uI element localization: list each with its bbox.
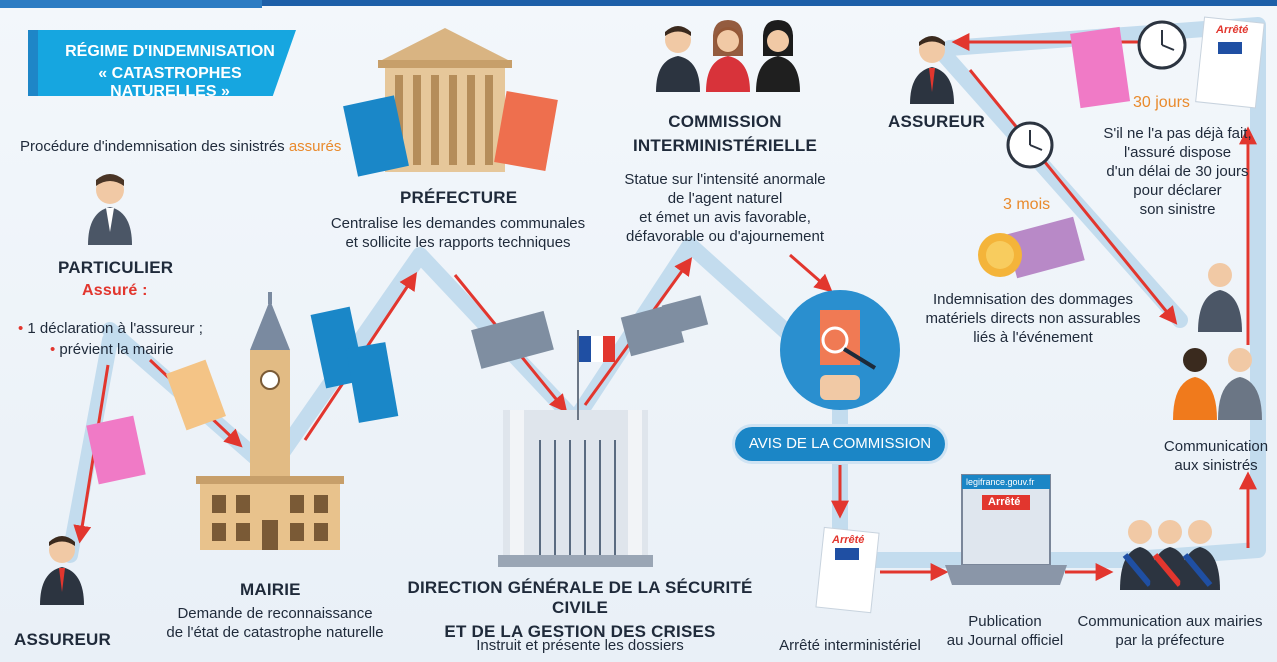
arrete-top-badge: Arrêté bbox=[1216, 24, 1249, 36]
laptop-illustration bbox=[945, 474, 1067, 585]
bullet-text: 1 déclaration à l'assureur ; bbox=[27, 320, 203, 337]
arrete-caption: Arrêté interministériel bbox=[779, 637, 921, 654]
arrete-document-top bbox=[1195, 16, 1265, 109]
particulier-documents bbox=[86, 359, 226, 485]
mairie-documents bbox=[310, 306, 399, 423]
delay-30-desc: S'il ne l'a pas déjà fait, l'assuré disp… bbox=[1080, 124, 1275, 219]
top-border bbox=[0, 0, 1277, 6]
delay-30-line2: l'assuré dispose bbox=[1123, 144, 1232, 161]
dgscgc-desc: Instruit et présente les dossiers bbox=[476, 637, 684, 654]
band-3mois bbox=[932, 42, 1188, 328]
arrow-commission-avis bbox=[789, 253, 833, 293]
legifrance-label: legifrance.gouv.fr bbox=[966, 477, 1035, 487]
arrete-document-bottom bbox=[815, 526, 880, 614]
sinistres-caption: Communication aux sinistrés bbox=[1155, 437, 1277, 475]
dgscgc-title: DIRECTION GÉNÉRALE DE LA SÉCURITÉ CIVILE… bbox=[380, 578, 780, 642]
mairie-building bbox=[196, 292, 344, 550]
bullet-dot: • bbox=[50, 341, 60, 358]
french-flag bbox=[577, 330, 615, 420]
mairies-caption-line2: par la préfecture bbox=[1115, 632, 1225, 649]
mairie-desc-line1: Demande de reconnaissance bbox=[177, 605, 373, 622]
mairie-desc: Demande de reconnaissance de l'état de c… bbox=[155, 604, 395, 642]
mairies-caption-line1: Communication aux mairies bbox=[1077, 613, 1263, 630]
indemnisation-desc: Indemnisation des dommages matériels dir… bbox=[918, 290, 1148, 347]
avis-commission-pill: AVIS DE LA COMMISSION bbox=[735, 427, 945, 461]
particulier-bullet-1: • 1 déclaration à l'assureur ; bbox=[18, 320, 203, 337]
commission-review-illustration bbox=[780, 290, 900, 410]
dgscgc-title-line1: DIRECTION GÉNÉRALE DE LA SÉCURITÉ CIVILE bbox=[407, 578, 753, 617]
clock-3-mois bbox=[1006, 121, 1054, 169]
banner-line2: « CATASTROPHES NATURELLES » bbox=[98, 65, 242, 100]
commission-desc-line3: et émet un avis favorable, bbox=[639, 209, 811, 226]
person-assureur-bottom bbox=[40, 536, 84, 605]
banner-face bbox=[38, 30, 296, 96]
indemnisation-line3: liés à l'événement bbox=[973, 329, 1093, 346]
publication-badge: Arrêté bbox=[988, 496, 1021, 508]
delay-30-line4: pour déclarer bbox=[1133, 182, 1222, 199]
delay-30-line5: son sinistre bbox=[1139, 201, 1216, 218]
mayors-illustration bbox=[1120, 520, 1220, 590]
particulier-subtitle: Assuré : bbox=[82, 282, 148, 299]
person-particulier bbox=[88, 174, 132, 245]
arrete-bottom-badge: Arrêté bbox=[832, 534, 865, 546]
sinistres-caption-line2: aux sinistrés bbox=[1174, 457, 1258, 474]
intro-prefix: Procédure d'indemnisation des sinistrés bbox=[20, 138, 289, 155]
mairies-caption: Communication aux mairies par la préfect… bbox=[1070, 612, 1270, 650]
prefecture-documents bbox=[343, 91, 558, 177]
intro-text: Procédure d'indemnisation des sinistrés … bbox=[20, 138, 341, 155]
delay-30-line1: S'il ne l'a pas déjà fait, bbox=[1103, 125, 1252, 142]
prefecture-desc: Centralise les demandes communales et so… bbox=[318, 214, 598, 252]
commission-title-line1: COMMISSION bbox=[668, 112, 782, 131]
regime-banner: RÉGIME D'INDEMNISATION « CATASTROPHES NA… bbox=[28, 30, 298, 100]
assureur-bottom-title: ASSUREUR bbox=[14, 630, 112, 649]
indemnisation-line1: Indemnisation des dommages bbox=[932, 291, 1134, 308]
publication-caption: Publication au Journal officiel bbox=[935, 612, 1075, 650]
indemnisation-line2: matériels directs non assurables bbox=[925, 310, 1141, 327]
commission-title-line2: INTERMINISTÉRIELLE bbox=[633, 136, 817, 155]
prefecture-desc-line2: et sollicite les rapports techniques bbox=[345, 234, 571, 251]
commission-desc-line2: de l'agent naturel bbox=[667, 190, 783, 207]
commission-desc: Statue sur l'intensité anormale de l'age… bbox=[605, 170, 845, 246]
dgscgc-gate bbox=[498, 410, 653, 567]
band-particulier-assureur bbox=[62, 332, 118, 563]
banner-line1: RÉGIME D'INDEMNISATION bbox=[65, 43, 275, 60]
sinistres-caption-line1: Communication bbox=[1163, 438, 1269, 455]
sinistres-illustration bbox=[1173, 263, 1262, 420]
particulier-bullet-2: • prévient la mairie bbox=[50, 341, 174, 358]
assureur-top-title: ASSUREUR bbox=[888, 112, 986, 131]
dossiers bbox=[471, 295, 709, 369]
money-illustration bbox=[978, 216, 1085, 279]
publication-caption-line1: Publication bbox=[968, 613, 1042, 630]
mairie-desc-line2: de l'état de catastrophe naturelle bbox=[166, 624, 384, 641]
prefecture-desc-line1: Centralise les demandes communales bbox=[330, 215, 586, 232]
delay-30-label: 30 jours bbox=[1133, 94, 1190, 111]
dgscgc-title-line2: ET DE LA GESTION DES CRISES bbox=[444, 622, 716, 641]
arrow-assureur-sinistres bbox=[968, 69, 1178, 325]
commission-people bbox=[656, 20, 800, 92]
commission-title: COMMISSION INTERMINISTÉRIELLE bbox=[615, 112, 835, 156]
intro-highlight: assurés bbox=[288, 138, 342, 155]
declaration-document-top bbox=[1070, 26, 1131, 109]
mairie-title: MAIRIE bbox=[240, 580, 301, 599]
commission-desc-line4: défavorable ou d'ajournement bbox=[625, 228, 824, 245]
top-tab bbox=[0, 0, 262, 8]
commission-desc-line1: Statue sur l'intensité anormale bbox=[624, 171, 826, 188]
delay-3m-label: 3 mois bbox=[1003, 196, 1051, 213]
bullet-text: prévient la mairie bbox=[59, 341, 174, 358]
clock-30-jours bbox=[1137, 20, 1187, 70]
publication-caption-line2: au Journal officiel bbox=[946, 632, 1064, 649]
bullet-dot: • bbox=[18, 320, 28, 337]
delay-30-line3: d'un délai de 30 jours bbox=[1106, 163, 1249, 180]
prefecture-building bbox=[378, 28, 512, 172]
particulier-title: PARTICULIER bbox=[58, 258, 174, 277]
prefecture-title: PRÉFECTURE bbox=[400, 188, 518, 207]
person-assureur-top bbox=[910, 36, 954, 104]
